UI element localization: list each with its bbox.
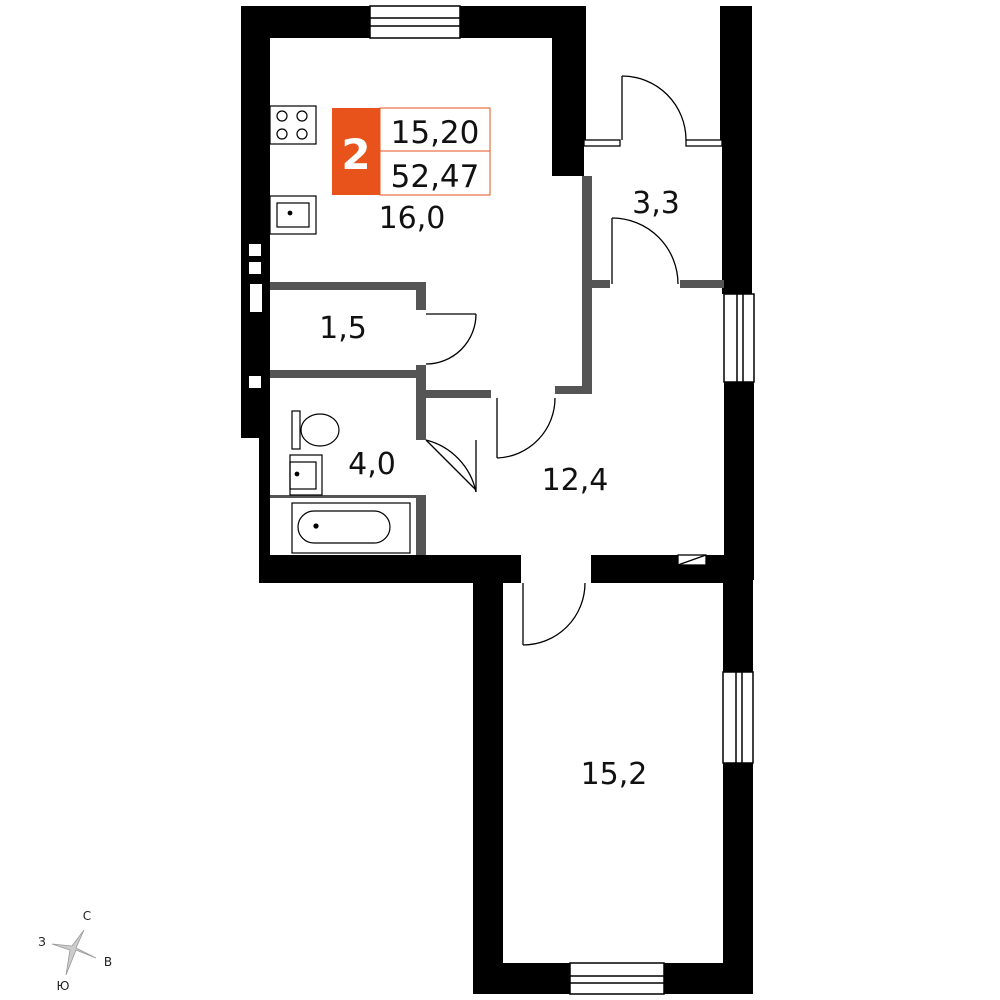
outer-walls — [241, 6, 754, 994]
badge-rooms-box — [332, 108, 380, 195]
apartment-badge: 2 15,20 52,47 — [332, 107, 491, 196]
room-area-bathroom: 4,0 — [348, 447, 396, 482]
washbasin-icon — [289, 454, 323, 496]
inner-walls — [270, 176, 724, 555]
compass-north: С — [83, 909, 91, 923]
room-area-hallway: 12,4 — [542, 463, 609, 498]
room-area-bedroom: 15,2 — [581, 757, 648, 792]
room-area-kitchen: 16,0 — [379, 201, 446, 236]
badge-rooms-count: 2 — [341, 130, 370, 179]
doors — [425, 75, 723, 646]
windows — [369, 5, 755, 995]
compass-south: Ю — [57, 979, 70, 993]
room-area-storage: 1,5 — [319, 311, 367, 346]
sink-icon — [269, 195, 317, 235]
badge-total-area: 52,47 — [391, 159, 480, 195]
toilet-icon — [291, 410, 340, 450]
compass-east: В — [104, 955, 112, 969]
stove-icon — [269, 105, 317, 145]
bathtub-icon — [291, 502, 411, 554]
compass-rose: С З В Ю — [38, 909, 112, 993]
badge-living-area: 15,20 — [391, 115, 480, 151]
compass-west: З — [38, 935, 46, 949]
room-area-vestibule: 3,3 — [632, 186, 680, 221]
compass-star — [51, 929, 97, 976]
